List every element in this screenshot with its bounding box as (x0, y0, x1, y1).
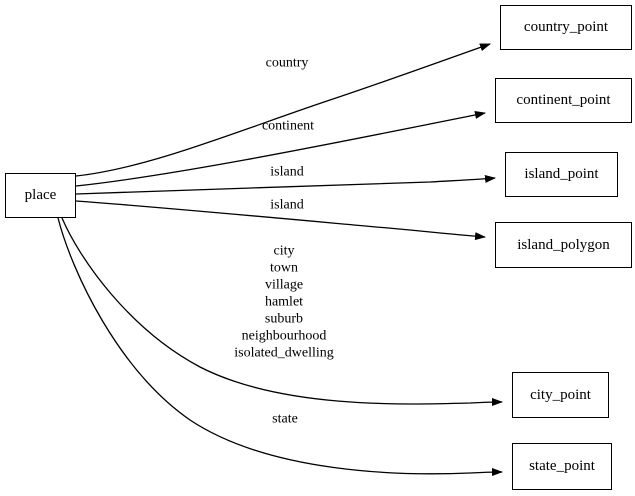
node-country-point[interactable]: country_point (500, 5, 632, 50)
node-place-label: place (24, 187, 57, 203)
node-place[interactable]: place (5, 173, 76, 218)
edge-state (57, 217, 503, 477)
node-continent-point[interactable]: continent_point (495, 78, 632, 123)
node-island-point-label: island_point (524, 166, 599, 182)
node-island-polygon-label: island_polygon (517, 236, 610, 253)
edge-island-point (75, 175, 496, 195)
node-country-point-label: country_point (523, 19, 609, 35)
node-state-point[interactable]: state_point (512, 443, 612, 490)
edge-paths (57, 43, 503, 477)
edge-island-polygon (75, 200, 486, 241)
edge-continent (75, 111, 486, 187)
node-island-point[interactable]: island_point (505, 152, 618, 197)
node-state-point-label: state_point (529, 458, 595, 474)
edge-city (61, 217, 503, 407)
node-city-point[interactable]: city_point (512, 372, 609, 418)
node-continent-point-label: continent_point (516, 92, 611, 108)
edge-country (75, 43, 491, 177)
node-island-polygon[interactable]: island_polygon (495, 222, 632, 268)
node-city-point-label: city_point (530, 386, 591, 403)
